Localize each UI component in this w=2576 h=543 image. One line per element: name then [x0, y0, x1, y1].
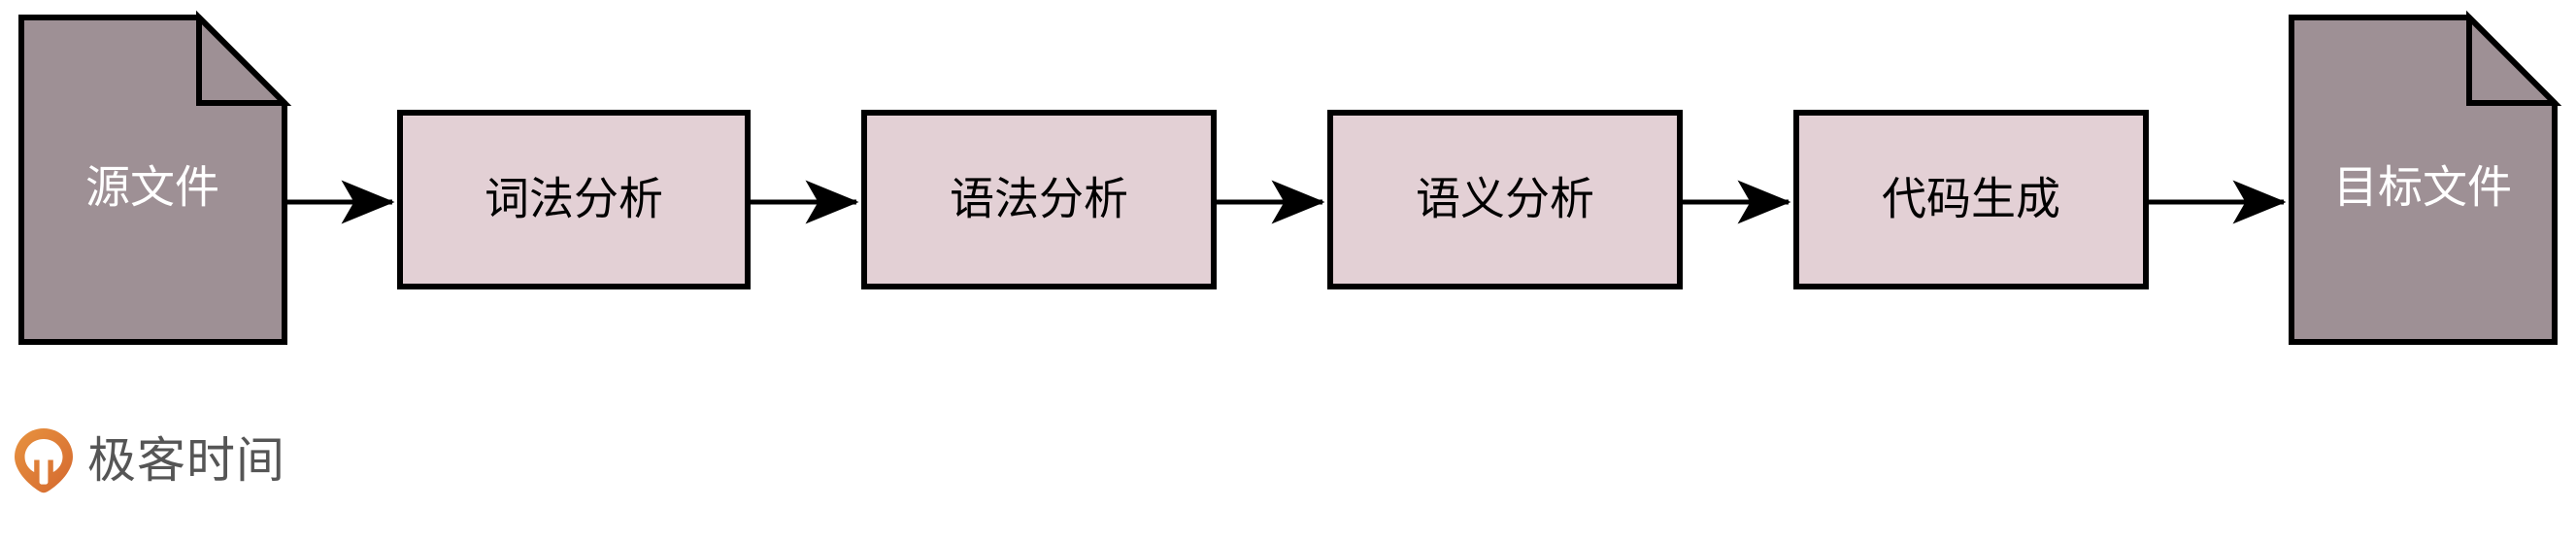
node-lexical-analysis[interactable]: 词法分析 — [397, 110, 751, 289]
node-label-lexical-analysis: 词法分析 — [485, 173, 663, 225]
process-box — [397, 110, 751, 289]
node-label-semantic-analysis: 语义分析 — [1416, 173, 1594, 225]
geektime-logo-text: 极客时间 — [87, 432, 285, 489]
geektime-logo: 极客时间 — [14, 427, 285, 493]
process-box — [861, 110, 1217, 289]
process-box — [1327, 110, 1683, 289]
document-fold-icon — [2466, 10, 2562, 106]
node-label-code-generation: 代码生成 — [1882, 173, 2060, 225]
geektime-pin-icon — [15, 428, 73, 493]
node-label-target-file: 目标文件 — [2333, 161, 2512, 214]
node-label-syntax-analysis: 语法分析 — [950, 173, 1128, 225]
document-fold-icon — [196, 10, 292, 106]
node-target-file[interactable]: 目标文件 — [2289, 10, 2562, 345]
process-box — [1793, 110, 2149, 289]
node-syntax-analysis[interactable]: 语法分析 — [861, 110, 1217, 289]
node-label-source-file: 源文件 — [85, 161, 219, 214]
node-code-generation[interactable]: 代码生成 — [1793, 110, 2149, 289]
node-source-file[interactable]: 源文件 — [18, 10, 292, 345]
pin-arrow-notch — [39, 454, 49, 460]
pin-cutout-arrow — [24, 439, 63, 485]
node-semantic-analysis[interactable]: 语义分析 — [1327, 110, 1683, 289]
